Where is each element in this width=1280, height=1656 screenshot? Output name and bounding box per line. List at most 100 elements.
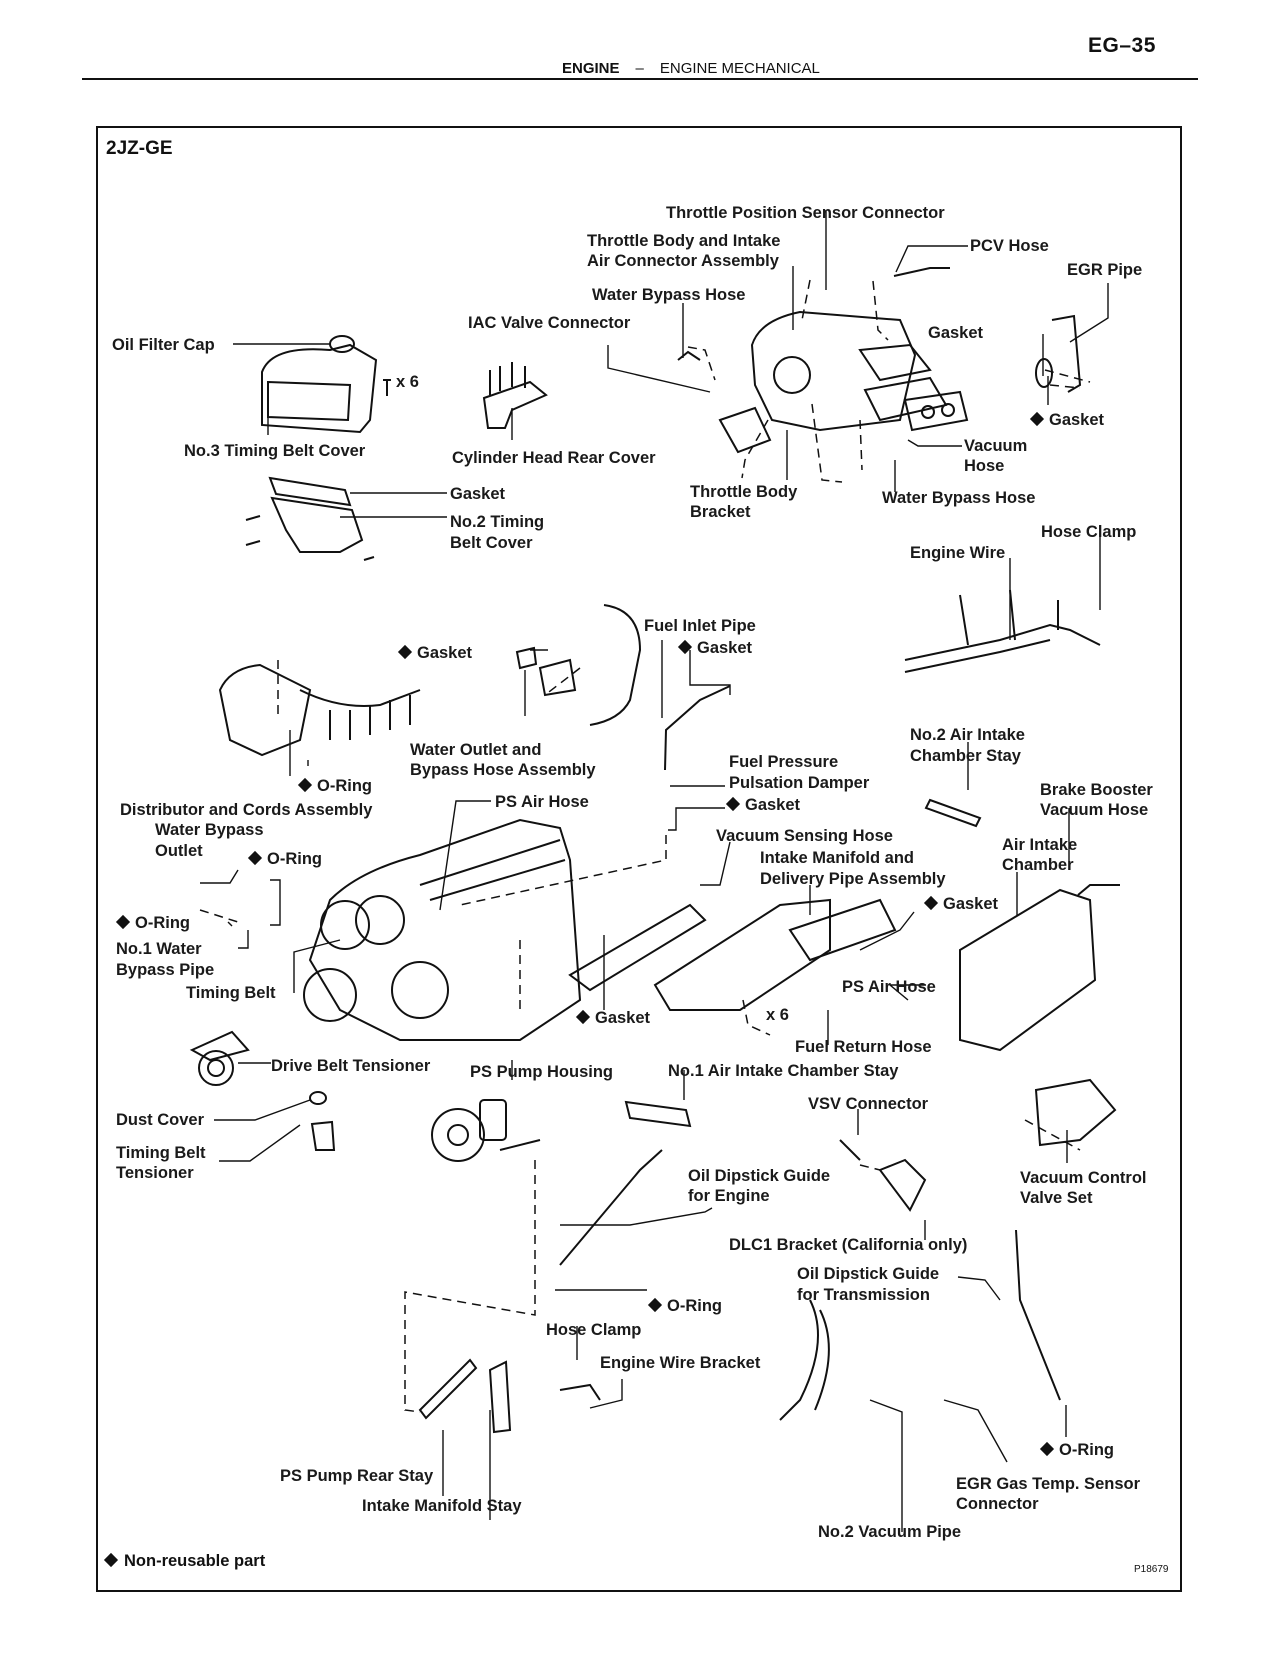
label-water-bypass-hose-top: Water Bypass Hose — [592, 286, 746, 304]
label-oil-filter-cap: Oil Filter Cap — [112, 336, 215, 354]
label-text: Gasket — [745, 796, 801, 814]
label-throttle-body-bracket-line2: Bracket — [690, 503, 751, 521]
non-reusable-diamond-icon — [115, 914, 131, 930]
label-egr-gas-temp-line1: EGR Gas Temp. Sensor — [956, 1475, 1140, 1493]
label-text: O-Ring — [267, 850, 322, 868]
label-intake-manifold-line2: Delivery Pipe Assembly — [760, 870, 946, 888]
label-throttle-body-line1: Throttle Body and Intake — [587, 232, 781, 250]
label-dlc1-bracket: DLC1 Bracket (California only) — [729, 1236, 968, 1254]
page-number: EG–35 — [1088, 34, 1156, 57]
label-gasket-intake: Gasket — [923, 894, 999, 914]
label-timing-belt-tensioner-line2: Tensioner — [116, 1164, 194, 1182]
label-gasket-water-outlet: Gasket — [397, 643, 473, 663]
non-reusable-diamond-icon — [247, 850, 263, 866]
label-vsv-connector: VSV Connector — [808, 1095, 929, 1113]
label-egr-pipe: EGR Pipe — [1067, 261, 1143, 279]
label-vacuum-hose-line2: Hose — [964, 457, 1005, 475]
label-no3-timing-belt-cover: No.3 Timing Belt Cover — [184, 442, 366, 460]
label-vacuum-control-line2: Valve Set — [1020, 1189, 1093, 1207]
label-text: O-Ring — [667, 1297, 722, 1315]
subsection-name: ENGINE MECHANICAL — [659, 60, 820, 77]
label-vacuum-hose-line1: Vacuum — [964, 437, 1028, 455]
label-text: Gasket — [1049, 411, 1105, 429]
label-text: Gasket — [417, 644, 473, 662]
label-timing-belt: Timing Belt — [186, 984, 276, 1002]
label-egr-gas-temp-line2: Connector — [956, 1495, 1039, 1513]
label-o-ring-left: O-Ring — [115, 913, 190, 933]
label-no1-air-intake-stay: No.1 Air Intake Chamber Stay — [668, 1062, 899, 1080]
label-o-ring-distributor: O-Ring — [297, 776, 372, 796]
label-water-bypass-outlet-line1: Water Bypass — [155, 821, 264, 839]
label-no1-water-bypass-line2: Bypass Pipe — [116, 961, 215, 979]
label-pcv-hose: PCV Hose — [970, 237, 1049, 255]
label-brake-booster-line1: Brake Booster — [1040, 781, 1153, 799]
label-text: O-Ring — [135, 914, 190, 932]
label-gasket-timing: Gasket — [450, 485, 506, 503]
label-no1-water-bypass-line1: No.1 Water — [116, 940, 202, 958]
label-text: Gasket — [943, 895, 999, 913]
label-ps-air-hose-lower: PS Air Hose — [842, 978, 936, 996]
label-x6-manifold: x 6 — [766, 1006, 789, 1024]
non-reusable-diamond-icon — [647, 1297, 663, 1313]
leader-lines — [200, 210, 1109, 1532]
label-water-bypass-hose-lower: Water Bypass Hose — [882, 489, 1036, 507]
label-gasket-fuel-inlet: Gasket — [677, 638, 753, 658]
label-o-ring-dipstick: O-Ring — [647, 1296, 722, 1316]
label-throttle-position-sensor-connector: Throttle Position Sensor Connector — [666, 204, 945, 222]
label-no2-air-intake-stay-line2: Chamber Stay — [910, 747, 1021, 765]
label-hose-clamp-lower: Hose Clamp — [546, 1321, 642, 1339]
label-dust-cover: Dust Cover — [116, 1111, 205, 1129]
label-gasket-throttle: Gasket — [928, 324, 984, 342]
engine-model: 2JZ-GE — [106, 138, 173, 159]
non-reusable-diamond-icon — [923, 895, 939, 911]
label-no2-vacuum-pipe: No.2 Vacuum Pipe — [818, 1523, 962, 1541]
non-reusable-diamond-icon — [1029, 411, 1045, 427]
label-fuel-pressure-line2: Pulsation Damper — [729, 774, 870, 792]
label-oil-dipstick-engine-line2: for Engine — [688, 1187, 770, 1205]
label-no2-timing-belt-cover-line1: No.2 Timing — [450, 513, 545, 531]
label-text: Gasket — [595, 1009, 651, 1027]
non-reusable-diamond-icon — [297, 777, 313, 793]
non-reusable-diamond-icon — [725, 796, 741, 812]
non-reusable-diamond-icon — [677, 639, 693, 655]
section-separator: – — [635, 60, 644, 77]
label-cylinder-head-rear-cover: Cylinder Head Rear Cover — [452, 449, 656, 467]
label-water-outlet-line1: Water Outlet and — [410, 741, 542, 759]
label-x6-top: x 6 — [396, 373, 419, 391]
label-text: O-Ring — [317, 777, 372, 795]
legend-text: Non-reusable part — [124, 1552, 266, 1570]
label-engine-wire: Engine Wire — [910, 544, 1006, 562]
diagram-frame — [96, 126, 1182, 1592]
label-timing-belt-tensioner-line1: Timing Belt — [116, 1144, 206, 1162]
label-fuel-pressure-line1: Fuel Pressure — [729, 753, 839, 771]
label-water-outlet-line2: Bypass Hose Assembly — [410, 761, 596, 779]
label-engine-wire-bracket: Engine Wire Bracket — [600, 1354, 761, 1372]
parts — [189, 267, 1120, 1434]
label-o-ring-trans: O-Ring — [1039, 1440, 1114, 1460]
figure-code: P18679 — [1134, 1564, 1169, 1575]
label-throttle-body-line2: Air Connector Assembly — [587, 252, 779, 270]
label-ps-pump-rear-stay: PS Pump Rear Stay — [280, 1467, 434, 1485]
label-gasket-damper: Gasket — [725, 795, 801, 815]
non-reusable-diamond-icon — [397, 644, 413, 660]
section-title: ENGINE–ENGINE MECHANICAL — [562, 60, 820, 77]
non-reusable-diamond-icon — [103, 1552, 119, 1568]
label-throttle-body-bracket-line1: Throttle Body — [690, 483, 798, 501]
label-oil-dipstick-trans-line1: Oil Dipstick Guide — [797, 1265, 940, 1283]
label-o-ring-bypass: O-Ring — [247, 849, 322, 869]
label-fuel-inlet-pipe: Fuel Inlet Pipe — [644, 617, 756, 635]
label-vacuum-control-line1: Vacuum Control — [1020, 1169, 1147, 1187]
label-oil-dipstick-trans-line2: for Transmission — [797, 1286, 930, 1304]
label-text: Gasket — [697, 639, 753, 657]
label-vacuum-sensing-hose: Vacuum Sensing Hose — [716, 827, 893, 845]
dashed-assembly-lines — [199, 279, 1091, 1413]
legend-non-reusable: Non-reusable part — [102, 1552, 265, 1571]
label-distributor: Distributor and Cords Assembly — [120, 801, 373, 819]
label-intake-manifold-line1: Intake Manifold and — [760, 849, 915, 867]
label-gasket-manifold: Gasket — [575, 1008, 651, 1028]
non-reusable-diamond-icon — [1039, 1441, 1055, 1457]
label-intake-manifold-stay: Intake Manifold Stay — [362, 1497, 522, 1515]
label-no2-air-intake-stay-line1: No.2 Air Intake — [910, 726, 1025, 744]
non-reusable-diamond-icon — [575, 1009, 591, 1025]
